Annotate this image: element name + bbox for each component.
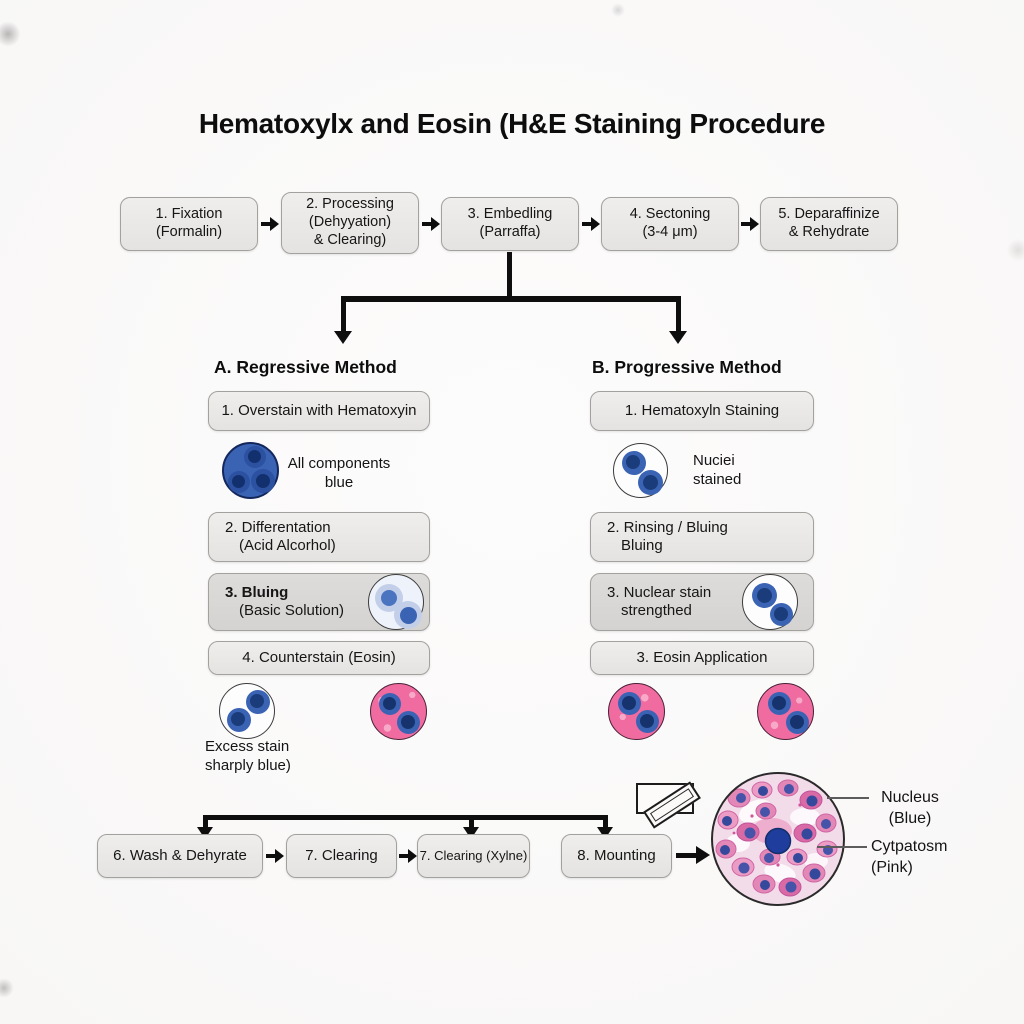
step-label: 3. Embedling (Parraffa) [467, 206, 553, 240]
overstain-caption: All components blue [287, 455, 391, 491]
step-label: 1. Overstain with Hematoxyin [221, 401, 417, 419]
step-label: 4. Sectoning (3-4 μm) [629, 206, 711, 240]
cytoplasm-label: Cytpatosm (Pink) [871, 838, 948, 876]
progressive-step4-box: 3. Eosin Application [590, 641, 814, 675]
progressive-method-heading: B. Progressive Method [592, 357, 782, 377]
progressive-step2-box: 2. Rinsing / Bluing Bluing [590, 512, 814, 562]
eosin-cell-icon [757, 683, 814, 740]
branch-right-line [676, 296, 681, 332]
step-label: 7. Clearing [305, 846, 378, 864]
branch-stem-line [507, 252, 512, 298]
step-box-clearing: 7. Clearing [286, 834, 397, 878]
step-box-embedding: 3. Embedling (Parraffa) [441, 197, 579, 251]
regressive-step1-box: 1. Overstain with Hematoxyin [208, 391, 430, 431]
excess-stain-caption: Excess stain sharply blue) [205, 738, 291, 774]
step-box-mounting: 8. Mounting [561, 834, 672, 878]
regressive-method-heading: A. Regressive Method [214, 357, 397, 377]
branch-horizontal-line [341, 296, 681, 302]
step-label: 5. Deparaffinize & Rehydrate [778, 206, 880, 240]
strengthened-nuclei-cell-icon [742, 574, 798, 630]
eosin-cell-icon [370, 683, 427, 740]
step-box-deparaffinize: 5. Deparaffinize & Rehydrate [760, 197, 898, 251]
arrow-right-icon [261, 217, 279, 231]
arrow-right-icon [422, 217, 440, 231]
regressive-step4-box: 4. Counterstain (Eosin) [208, 641, 430, 675]
page-title: Hematoxylx and Eosin (H&E Staining Proce… [198, 108, 826, 139]
cytoplasm-leader-line [817, 846, 867, 848]
step-box-wash-dehydrate: 6. Wash & Dehyrate [97, 834, 263, 878]
nuclei-stained-caption: Nuciei stained [693, 452, 742, 488]
nucleus-label: Nucleus (Blue) [881, 789, 939, 827]
arrow-right-icon [696, 846, 710, 864]
step-label: 8. Mounting [577, 846, 656, 864]
bottom-horizontal-line [203, 815, 608, 820]
bottom-left-line [203, 815, 208, 828]
arrow-right-icon [582, 217, 600, 231]
step-box-sectioning: 4. Sectoning (3-4 μm) [601, 197, 739, 251]
destained-cell-icon [219, 683, 275, 739]
histology-micrograph [708, 769, 848, 909]
step-label: 2. Processing (Dehyyation) & Clearing) [306, 196, 394, 248]
eosin-cell-icon [608, 683, 665, 740]
arrow-right-icon [741, 217, 759, 231]
progressive-step1-box: 1. Hematoxyln Staining [590, 391, 814, 431]
step-box-processing: 2. Processing (Dehyyation) & Clearing) [281, 192, 419, 254]
step-sublabel: Bluing [621, 537, 663, 554]
branch-left-line [341, 296, 346, 332]
step-label: 6. Wash & Dehyrate [113, 846, 247, 864]
result-arrow-line [676, 853, 698, 858]
step-label: 4. Counterstain (Eosin) [242, 648, 396, 666]
step-label: 3. Eosin Application [636, 648, 768, 666]
arrow-down-icon [334, 331, 352, 344]
step-sublabel: strengthed [621, 602, 692, 619]
step-label: 7. Clearing (Xylne) [419, 848, 528, 864]
step-box-clearing-xylene: 7. Clearing (Xylne) [417, 834, 530, 878]
step-label: 2. Differentation [225, 518, 331, 536]
bluing-cell-icon [368, 574, 424, 630]
step-sublabel: (Basic Solution) [239, 602, 345, 619]
arrow-right-icon [266, 849, 284, 863]
step-label: 3. Nuclear stain [607, 583, 712, 601]
regressive-step2-box: 2. Differentation (Acid Alcorhol) [208, 512, 430, 562]
step-label: 3. Bluing [225, 583, 289, 601]
step-label: 2. Rinsing / Bluing [607, 518, 728, 536]
step-box-fixation: 1. Fixation (Formalin) [120, 197, 258, 251]
step-sublabel: (Acid Alcorhol) [239, 537, 336, 554]
nuclei-stained-cell-icon [613, 443, 668, 498]
arrow-right-icon [399, 849, 417, 863]
bottom-mid-line [469, 815, 474, 828]
arrow-down-icon [669, 331, 687, 344]
bottom-right-line [603, 815, 608, 828]
overstained-cell-icon [222, 442, 279, 499]
nucleus-leader-line [827, 797, 869, 799]
step-label: 1. Hematoxyln Staining [624, 401, 780, 419]
step-label: 1. Fixation (Formalin) [155, 206, 223, 240]
